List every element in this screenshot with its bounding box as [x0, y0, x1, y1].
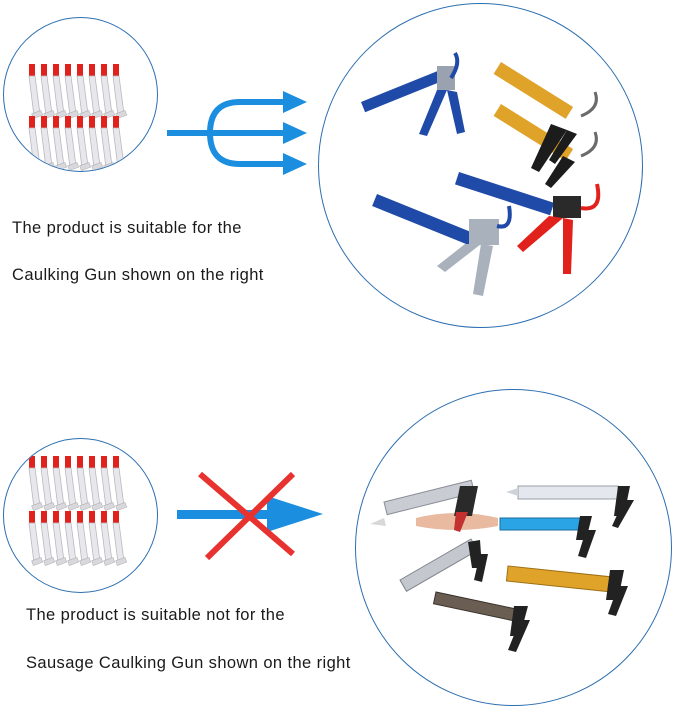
sausage-gun-group [370, 479, 634, 652]
caulking-gun-icon [361, 51, 465, 136]
cross-mark-icon [198, 471, 296, 561]
arrow-right-icon [177, 496, 323, 532]
crossed-arrow-icon [177, 471, 323, 561]
caulking-gun-icon [370, 479, 498, 532]
caulking-gun-icon [372, 194, 512, 296]
caulking-gun-group [361, 51, 601, 296]
mixing-nozzle-icon [28, 455, 128, 566]
sausage-gun-circle [355, 389, 672, 706]
caulking-gun-icon [399, 538, 488, 592]
caulking-gun-icon [493, 61, 598, 188]
caulking-gun-icon [432, 591, 530, 652]
nozzle-circle-top [3, 17, 158, 172]
nozzle-circle-bottom [3, 438, 158, 593]
caulking-gun-icon [499, 516, 596, 558]
nozzle-group-bottom [28, 455, 128, 566]
caulking-gun-icon [506, 485, 634, 528]
caulking-gun-icon [505, 565, 628, 616]
trident-arrow-icon [167, 91, 307, 175]
caulking-gun-circle [318, 3, 643, 328]
caulking-gun-icon [454, 172, 601, 274]
suitable-caption-line1: The product is suitable for the [12, 219, 242, 237]
mixing-nozzle-icon [28, 63, 128, 171]
not-suitable-caption-line2: Sausage Caulking Gun shown on the right [26, 654, 351, 672]
nozzle-group-top [28, 63, 128, 171]
not-suitable-caption-line1: The product is suitable not for the [26, 606, 285, 624]
suitable-caption-line2: Caulking Gun shown on the right [12, 266, 264, 284]
